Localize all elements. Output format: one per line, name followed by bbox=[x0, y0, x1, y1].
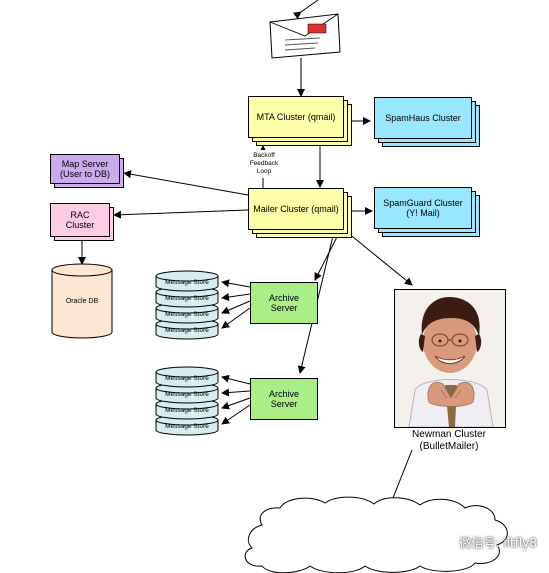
connectors bbox=[78, 58, 413, 519]
archive-server-2-node: Archive Server bbox=[250, 378, 318, 420]
spamhaus-cluster-node: SpamHaus Cluster bbox=[374, 97, 480, 147]
message-store-labels-2: Message Store Message Store Message Stor… bbox=[165, 375, 209, 430]
newman-cluster-label: Newman Cluster (BulletMailer) bbox=[412, 429, 486, 452]
message-store-label: Message Store bbox=[165, 423, 209, 430]
email-envelope-icon bbox=[269, 13, 341, 59]
message-store-stack-1 bbox=[155, 270, 219, 340]
map-server-node: Map Server (User to DB) bbox=[50, 154, 124, 188]
spamguard-cluster-label: SpamGuard Cluster (Y! Mail) bbox=[383, 198, 463, 218]
message-store-label: Message Store bbox=[165, 375, 209, 382]
mta-cluster-node: MTA Cluster (qmail) bbox=[248, 96, 352, 146]
newman-photo bbox=[394, 289, 506, 428]
archive-server-1-node: Archive Server bbox=[250, 282, 318, 324]
message-store-label: Message Store bbox=[165, 407, 209, 414]
archive-server-2-label: Archive Server bbox=[268, 389, 299, 409]
wechat-watermark: 微信号: iitfly8 bbox=[459, 536, 537, 550]
mailer-cluster-label: Mailer Cluster (qmail) bbox=[253, 204, 339, 214]
oracle-db-label: Oracle DB bbox=[65, 298, 99, 305]
mta-cluster-label: MTA Cluster (qmail) bbox=[256, 112, 336, 122]
message-store-labels-1: Message Store Message Store Message Stor… bbox=[165, 279, 209, 334]
message-store-label: Message Store bbox=[165, 311, 209, 318]
message-store-label: Message Store bbox=[165, 327, 209, 334]
map-server-label: Map Server (User to DB) bbox=[59, 159, 110, 179]
oracle-db-cylinder bbox=[51, 263, 113, 339]
message-store-label: Message Store bbox=[165, 391, 209, 398]
rac-cluster-label: RAC Cluster bbox=[65, 210, 95, 230]
rac-cluster-node: RAC Cluster bbox=[50, 203, 114, 241]
message-store-label: Message Store bbox=[165, 295, 209, 302]
spamguard-cluster-node: SpamGuard Cluster (Y! Mail) bbox=[374, 187, 480, 237]
message-store-stack-2 bbox=[155, 366, 219, 436]
spamhaus-cluster-label: SpamHaus Cluster bbox=[385, 113, 461, 123]
message-store-label: Message Store bbox=[165, 279, 209, 286]
incoming-mail-arrow bbox=[292, 0, 319, 20]
archive-server-1-label: Archive Server bbox=[268, 293, 299, 313]
mailer-cluster-node: Mailer Cluster (qmail) bbox=[248, 188, 352, 238]
backoff-feedback-loop-label: Backoff Feedback Loop bbox=[242, 150, 286, 178]
internet-cloud bbox=[244, 496, 508, 573]
